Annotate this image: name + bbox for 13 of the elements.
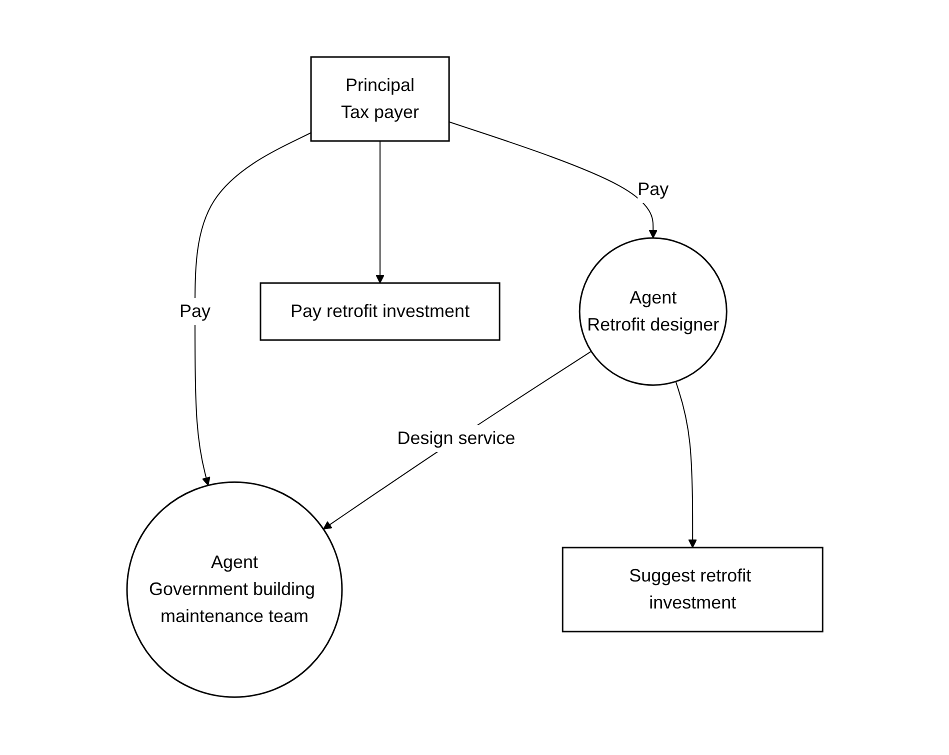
node-box: Principal Tax payer xyxy=(310,56,450,142)
edge-label: Pay xyxy=(637,179,668,200)
arrow xyxy=(448,122,658,239)
node-circle: Agent Government building maintenance team xyxy=(126,482,342,698)
node-circle: Agent Retrofit designer xyxy=(578,238,728,386)
edge-label: Design service xyxy=(396,428,515,449)
arrow xyxy=(194,132,312,486)
arrow xyxy=(375,140,384,284)
node-box: Pay retrofit investment xyxy=(259,282,500,342)
node-box: Suggest retrofit investment xyxy=(562,547,824,633)
arrow xyxy=(322,351,592,530)
arrow xyxy=(674,381,697,548)
edge-label: Pay xyxy=(179,302,210,322)
